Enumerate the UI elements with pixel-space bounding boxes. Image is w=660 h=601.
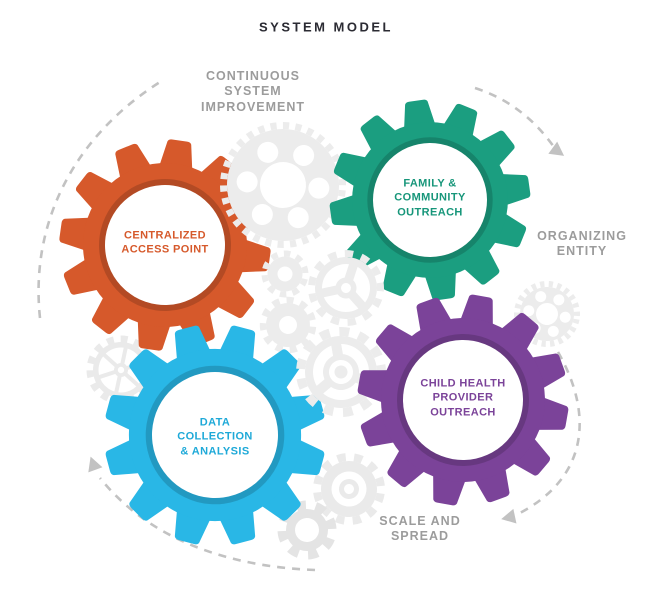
decorative-gears-back <box>86 335 385 560</box>
decorative-gear <box>308 250 384 326</box>
annotation-scale-and-spread: SCALE AND SPREAD <box>379 513 461 543</box>
annotation-organizing-entity: ORGANIZING ENTITY <box>537 228 627 258</box>
page-title: SYSTEM MODEL <box>258 19 394 35</box>
gear-label-child-health-provider-outreach: CHILD HEALTH PROVIDER OUTREACH <box>420 377 506 419</box>
arrowhead-icon <box>499 508 517 527</box>
decorative-gear <box>296 327 386 417</box>
cycle-arc-group <box>37 80 581 572</box>
decorative-gear <box>261 250 309 298</box>
gear-data-collection-analysis <box>79 299 350 570</box>
cycle-arrow-arc <box>474 86 556 148</box>
decorative-gear <box>86 335 156 405</box>
gear-child-health-provider-outreach <box>341 278 585 522</box>
gear-centralized-access-point <box>46 126 284 364</box>
arrowhead-icon <box>83 454 103 473</box>
cycle-arrow-arc <box>98 477 316 572</box>
decorative-gears-mid <box>259 250 317 354</box>
gear-label-centralized-access-point: CENTRALIZED ACCESS POINT <box>121 229 209 256</box>
gear-label-data-collection-analysis: DATA COLLECTION & ANALYSIS <box>177 416 253 458</box>
gear-family-community-outreach <box>300 70 561 331</box>
decorative-gear <box>259 296 317 354</box>
annotation-continuous-system-improvement: CONTINUOUS SYSTEM IMPROVEMENT <box>200 69 306 114</box>
gear-label-family-community-outreach: FAMILY & COMMUNITY OUTREACH <box>394 177 466 219</box>
decorative-gear <box>220 122 346 248</box>
cycle-arrow-arc <box>37 80 161 319</box>
decorative-gear <box>313 453 385 525</box>
cycle-arrow-arc <box>517 351 581 516</box>
